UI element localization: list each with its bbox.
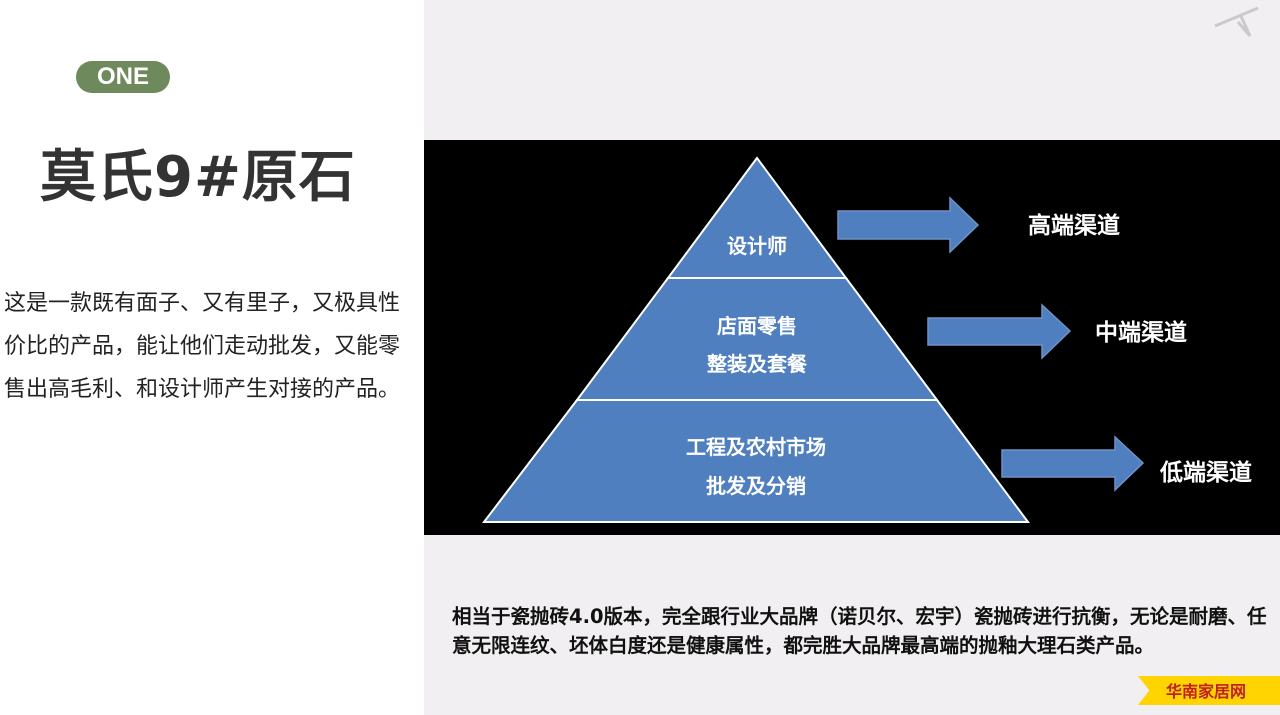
left-panel: ONE 莫氏9#原石 这是一款既有面子、又有里子，又极具性价比的产品，能让他们走… — [0, 0, 424, 715]
pyramid-middle-label-1: 店面零售 — [717, 314, 797, 338]
pyramid-bottom-label-1: 工程及农村市场 — [686, 435, 826, 459]
corner-logo-icon — [1214, 6, 1259, 37]
channel-low: 低端渠道 — [1160, 460, 1252, 486]
description: 这是一款既有面子、又有里子，又极具性价比的产品，能让他们走动批发，又能零售出高毛… — [4, 291, 401, 402]
arrow-icon — [837, 196, 980, 254]
pyramid-top — [666, 156, 848, 279]
page-title: 莫氏9#原石 — [40, 145, 356, 210]
watermark-text: 华南家居网 — [1166, 682, 1247, 701]
pyramid-middle — [575, 277, 939, 401]
pyramid-top-label: 设计师 — [727, 234, 787, 258]
channel-mid: 中端渠道 — [1095, 320, 1187, 346]
arrow-icon — [927, 303, 1072, 360]
pyramid-bottom-label-2: 批发及分销 — [706, 474, 806, 498]
watermark-logo: 华南家居网 — [1138, 676, 1280, 705]
bottom-text: 相当于瓷抛砖4.0版本，完全跟行业大品牌（诺贝尔、宏宇）瓷抛砖进行抗衡，无论是耐… — [452, 605, 1267, 657]
channel-high: 高端渠道 — [1028, 213, 1120, 239]
arrow-icon — [1001, 435, 1145, 492]
pyramid-middle-label-2: 整装及套餐 — [707, 352, 807, 376]
pyramid-bottom — [481, 399, 1030, 523]
section-badge: ONE — [76, 61, 170, 93]
